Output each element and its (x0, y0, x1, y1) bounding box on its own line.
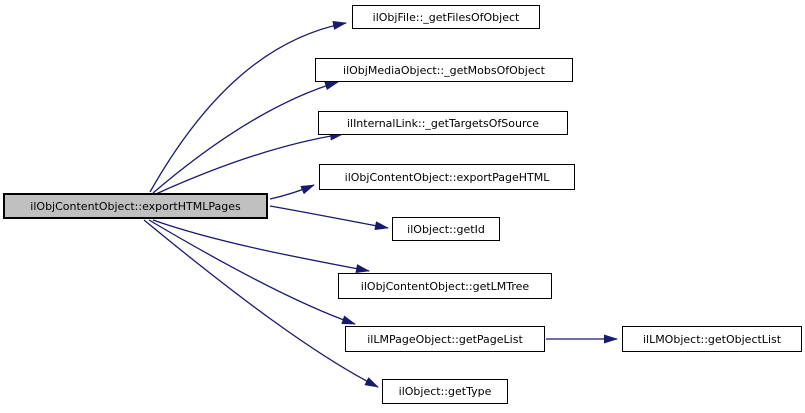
node-gettype[interactable]: ilObject::getType (382, 379, 508, 404)
node-getmobsofobject[interactable]: ilObjMediaObject::_getMobsOfObject (315, 58, 573, 82)
node-getobjectlist[interactable]: ilLMObject::getObjectList (622, 326, 802, 352)
edge-to-gettargetsofsource (155, 131, 344, 195)
edge-to-getid (269, 205, 389, 231)
node-getid[interactable]: ilObject::getId (392, 217, 500, 241)
edge-to-getfilesofobject (149, 21, 347, 193)
node-exportpagehtml[interactable]: ilObjContentObject::exportPageHTML (319, 164, 575, 190)
edge-to-getmobsofobject (152, 81, 339, 194)
node-getlmtree[interactable]: ilObjContentObject::getLMTree (338, 273, 552, 299)
edge-to-getpagelist (148, 219, 356, 325)
node-exporthtmlpages: ilObjContentObject::exportHTMLPages (3, 193, 268, 219)
edge-to-gettype (143, 219, 379, 388)
edge-to-exportpagehtml (269, 184, 315, 200)
node-getfilesofobject[interactable]: ilObjFile::_getFilesOfObject (352, 5, 540, 29)
edge-to-getlmtree (152, 219, 370, 274)
node-gettargetsofsource[interactable]: ilInternalLink::_getTargetsOfSource (318, 111, 568, 135)
node-getpagelist[interactable]: ilLMPageObject::getPageList (345, 326, 545, 352)
